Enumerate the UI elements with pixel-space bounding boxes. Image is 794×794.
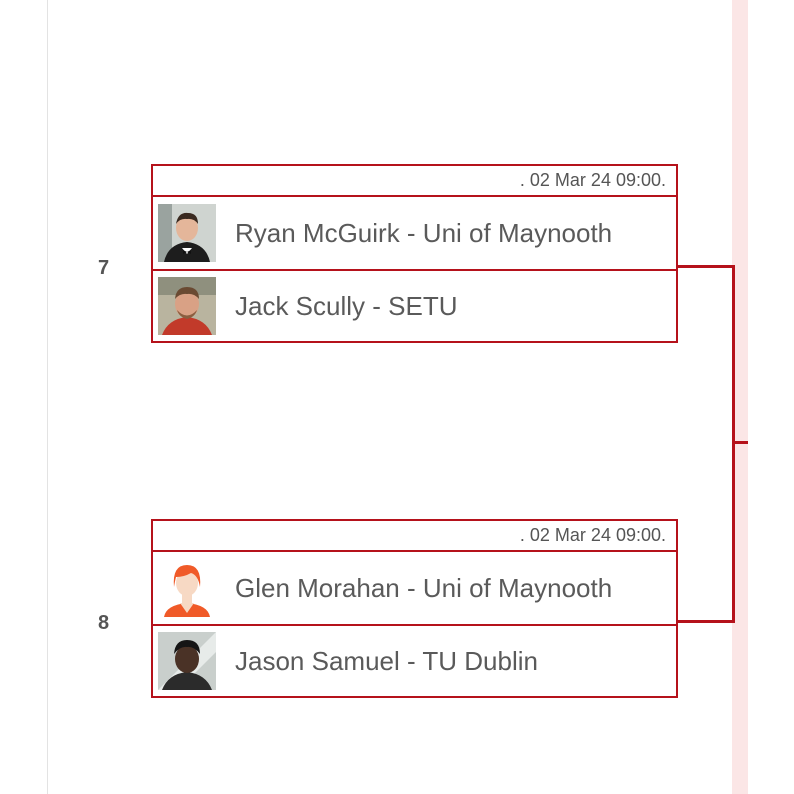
player-avatar <box>158 277 216 335</box>
player-avatar <box>158 204 216 262</box>
player-name: Jason Samuel - TU Dublin <box>235 645 538 676</box>
match-number: 7 <box>98 257 110 279</box>
default-avatar-icon <box>158 559 216 617</box>
match-card[interactable]: . 02 Mar 24 09:00. Ryan McGuirk - Uni of… <box>151 164 678 343</box>
player-avatar <box>158 632 216 690</box>
player-row[interactable]: Jack Scully - SETU <box>153 269 676 341</box>
player-name: Glen Morahan - Uni of Maynooth <box>235 572 613 603</box>
left-divider <box>47 0 48 794</box>
player-row[interactable]: Glen Morahan - Uni of Maynooth <box>153 552 676 624</box>
player-name: Ryan McGuirk - Uni of Maynooth <box>235 217 613 248</box>
player-row[interactable]: Ryan McGuirk - Uni of Maynooth <box>153 197 676 269</box>
next-round-column <box>732 0 748 794</box>
bracket-connector <box>732 441 748 444</box>
match-number: 8 <box>98 612 110 634</box>
bracket-connector <box>732 265 735 623</box>
player-name: Jack Scully - SETU <box>235 290 458 321</box>
bracket-connector <box>678 265 735 268</box>
match-date: . 02 Mar 24 09:00. <box>153 521 676 552</box>
match-date: . 02 Mar 24 09:00. <box>153 166 676 197</box>
player-row[interactable]: Jason Samuel - TU Dublin <box>153 624 676 696</box>
match-card[interactable]: . 02 Mar 24 09:00. Glen Morahan - Uni of… <box>151 519 678 698</box>
bracket-connector <box>678 620 735 623</box>
